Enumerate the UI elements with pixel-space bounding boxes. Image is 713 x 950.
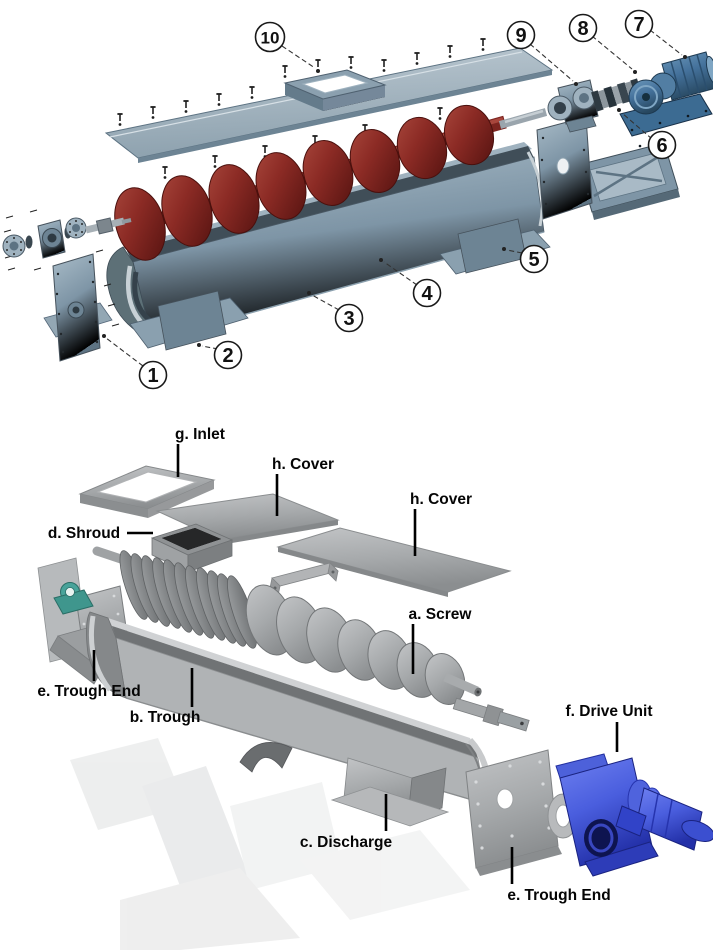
- trough-rim-edge: [108, 618, 474, 746]
- trough-body: [86, 611, 487, 805]
- label-shroud: d. Shroud: [48, 525, 153, 542]
- teal-pillow-block-bearing: [53, 582, 94, 615]
- label-screw: a. Screw: [409, 606, 473, 674]
- screw-flights: [114, 104, 495, 261]
- right-trough-end-plate: [536, 116, 593, 220]
- bottom-exploded-diagram: g. Inlet h. Cover h. Cover d. Shroud a. …: [37, 426, 713, 950]
- cover-plate-rear-edge: [278, 547, 448, 597]
- trough-left-u-end: [86, 611, 127, 699]
- label-inlet: g. Inlet: [175, 426, 225, 477]
- label-trough-end-left: e. Trough End: [37, 650, 141, 700]
- callout-7: 7: [624, 9, 687, 59]
- svg-text:f. Drive Unit: f. Drive Unit: [566, 703, 653, 720]
- screw-right-stub-shaft: [498, 108, 548, 129]
- cover-bracket: [269, 562, 339, 597]
- label-trough: b. Trough: [130, 668, 201, 726]
- svg-text:10: 10: [261, 29, 280, 48]
- callout-4: 4: [379, 258, 442, 308]
- callout-3: 3: [307, 291, 364, 333]
- top-right-end-parts: [536, 51, 713, 220]
- callout-5: 5: [502, 244, 549, 274]
- screw-assembly: [92, 546, 530, 732]
- left-drive-shaft-stub: [85, 217, 132, 235]
- svg-text:c. Discharge: c. Discharge: [300, 834, 393, 851]
- svg-text:3: 3: [343, 308, 354, 330]
- svg-text:1: 1: [147, 365, 158, 387]
- left-seal-ring: [25, 235, 33, 249]
- drive-unit: [555, 753, 713, 877]
- discharge-spout: [330, 757, 450, 827]
- trough-left-foot: [129, 290, 249, 351]
- svg-text:d. Shroud: d. Shroud: [48, 525, 120, 542]
- label-cover-rear: h. Cover: [410, 491, 472, 556]
- top-exploded-diagram: 1 2 3 4 5: [2, 9, 713, 390]
- drive-coupling-shaft: [452, 697, 530, 732]
- label-drive-unit: f. Drive Unit: [566, 703, 653, 752]
- gearbox-foot: [584, 841, 659, 877]
- svg-text:h. Cover: h. Cover: [410, 491, 472, 508]
- inlet-flange: [78, 465, 216, 518]
- svg-text:7: 7: [633, 14, 644, 36]
- top-left-end-parts: [2, 209, 132, 362]
- svg-text:a. Screw: a. Screw: [409, 606, 473, 623]
- top-callouts: 1 2 3 4 5: [102, 9, 687, 390]
- callout-9: 9: [506, 20, 578, 86]
- cover-plate-rear: [276, 527, 512, 593]
- label-discharge: c. Discharge: [300, 794, 393, 851]
- cover-edge: [138, 70, 552, 163]
- top-screw-auger: [114, 104, 548, 261]
- callout-2: 2: [197, 340, 243, 370]
- svg-text:g. Inlet: g. Inlet: [175, 426, 225, 443]
- label-trough-end-right: e. Trough End: [507, 847, 611, 904]
- slide-frame: [577, 142, 680, 220]
- drive-terminal-box: [615, 805, 647, 837]
- saddle-clamp-wedge: [239, 742, 293, 773]
- screw-exposed-shaft-end: [443, 672, 482, 697]
- svg-text:b. Trough: b. Trough: [130, 709, 201, 726]
- callout-10: 10: [254, 21, 320, 73]
- svg-text:9: 9: [515, 25, 526, 47]
- svg-text:6: 6: [656, 135, 667, 157]
- callout-6: 6: [617, 108, 677, 160]
- trough-interior-shadow: [112, 626, 478, 758]
- callout-8: 8: [568, 13, 637, 74]
- svg-text:2: 2: [222, 345, 233, 367]
- gearmotor-unit: [619, 51, 713, 148]
- left-bearing-flange-disc: [2, 234, 26, 258]
- svg-text:e. Trough End: e. Trough End: [37, 683, 140, 700]
- floor-shadows: [70, 738, 470, 950]
- top-inlet-flange: [283, 69, 387, 111]
- svg-text:8: 8: [577, 18, 588, 40]
- screw-dense-coil: [119, 550, 257, 649]
- callout-1: 1: [102, 334, 168, 390]
- left-end-plate: [52, 253, 101, 362]
- motor-end-cap: [705, 55, 713, 85]
- label-cover-front: h. Cover: [272, 456, 334, 516]
- svg-text:e. Trough End: e. Trough End: [507, 887, 610, 904]
- svg-text:5: 5: [528, 249, 539, 271]
- trough-right-foot: [439, 218, 551, 275]
- svg-text:h. Cover: h. Cover: [272, 456, 334, 473]
- cover-plate-front-edge: [220, 520, 338, 545]
- shaft-bearing-assembly: [547, 79, 599, 133]
- drive-motor-end-cap: [681, 820, 713, 842]
- left-shaft-flange-disc: [65, 217, 87, 239]
- left-bearing-housing: [37, 219, 66, 259]
- svg-text:4: 4: [421, 283, 433, 305]
- bottom-labels: g. Inlet h. Cover h. Cover d. Shroud a. …: [37, 426, 652, 904]
